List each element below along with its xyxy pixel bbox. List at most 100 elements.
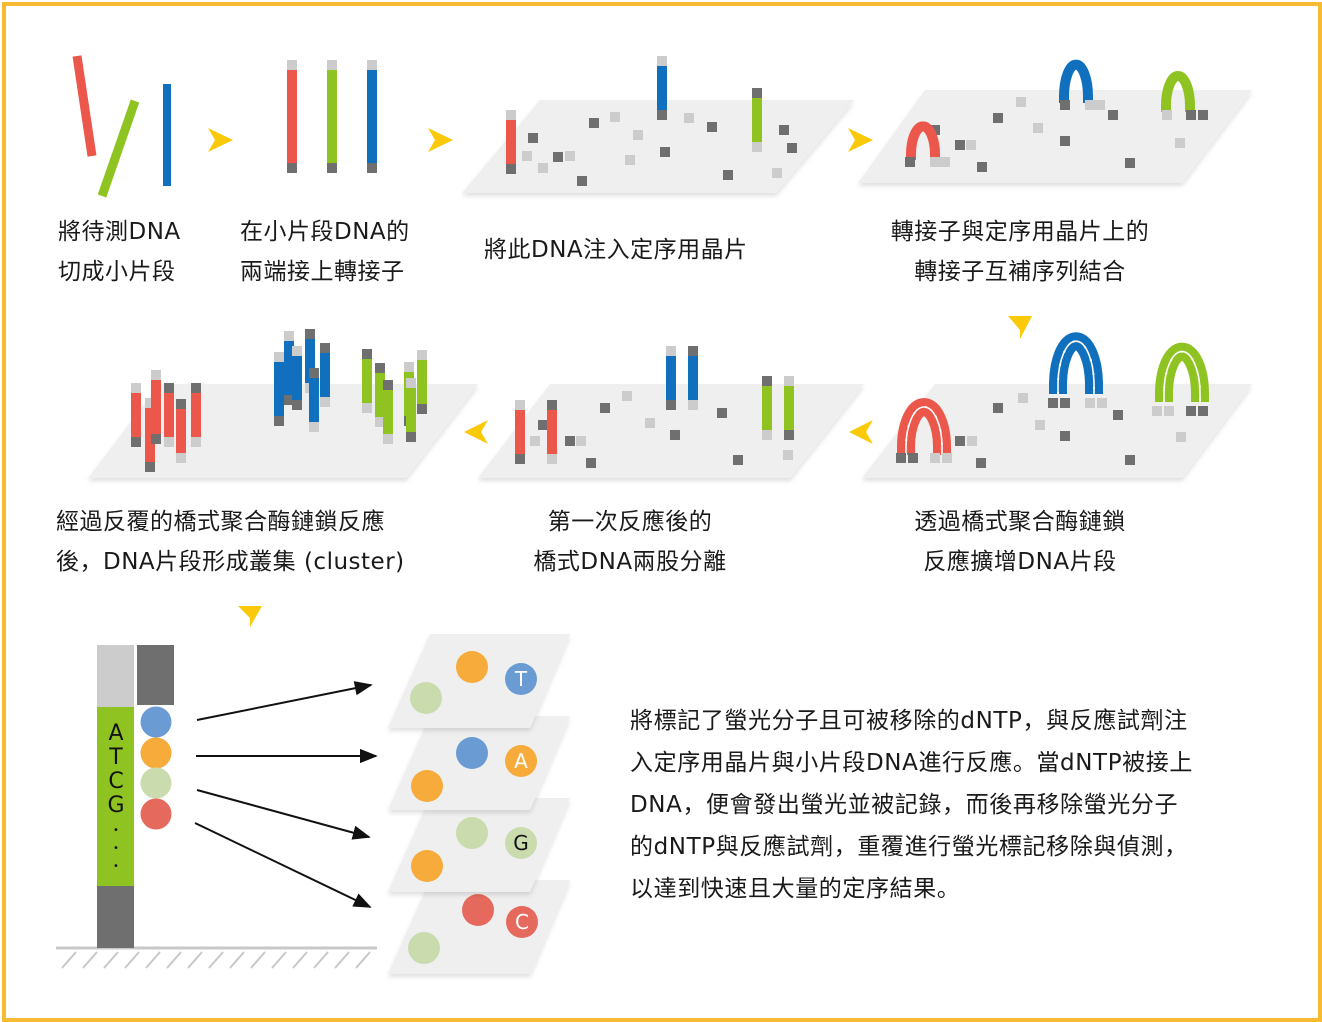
adapter-cap: [506, 164, 516, 174]
adapter-dark: [1048, 398, 1058, 408]
adapter-cap: [327, 60, 337, 70]
fluorescent-spot: [462, 894, 494, 926]
step-bridge-pcr-illustration: [896, 332, 1209, 468]
adapter-cap: [417, 404, 427, 414]
fluorescent-spot: [411, 850, 443, 882]
adapter-cap: [191, 383, 201, 393]
description-paragraph: 將標記了螢光分子且可被移除的dNTP，與反應試劑注 入定序用晶片與小片段DNA進…: [630, 700, 1270, 910]
signal-arrow: [194, 822, 372, 908]
caption-hybridize: 轉接子與定序用晶片上的 轉接子互補序列結合: [860, 212, 1180, 292]
dna-body: [666, 356, 676, 400]
adapter-light: [1095, 100, 1105, 110]
adapter-dark: [670, 430, 680, 440]
adapter-dark: [589, 118, 599, 128]
bridge-strand: [906, 121, 940, 160]
adapter-cap: [327, 163, 337, 173]
dna-strand: [547, 400, 557, 464]
adapter-dark: [1186, 406, 1196, 416]
adapter-light: [1033, 123, 1043, 133]
caption-denature: 第一次反應後的 橋式DNA兩股分離: [500, 502, 760, 582]
dna-body: [547, 410, 557, 454]
adapter-cap: [284, 395, 294, 405]
fluorescent-spot: [410, 682, 442, 714]
dna-body: [657, 66, 667, 110]
dna-strand: [176, 399, 186, 463]
adapter-light: [1175, 138, 1185, 148]
dna-strand: [417, 350, 427, 414]
adapter-cap: [362, 349, 372, 359]
ground-hatch: [355, 951, 371, 969]
adapter-cap: [515, 400, 525, 410]
adapter-cap: [404, 362, 414, 372]
adapter-cap: [383, 434, 393, 444]
base-call-label: G: [513, 831, 529, 855]
adapter-dark: [1198, 110, 1208, 120]
ground-hatch: [271, 951, 287, 969]
dna-body: [752, 98, 762, 142]
caption-line: 透過橋式聚合酶鏈鎖: [914, 509, 1126, 535]
adapter-light: [565, 151, 575, 161]
dna-body: [305, 339, 315, 383]
adapter-dark: [955, 140, 965, 150]
description-line: 的dNTP與反應試劑，重覆進行螢光標記移除與偵測，: [630, 834, 1188, 860]
step-arrow-right: [428, 128, 453, 152]
adapter-dark: [1186, 110, 1196, 120]
fluorescent-spot: [456, 651, 488, 683]
adapter-cap: [274, 352, 284, 362]
dna-bridge: [1155, 342, 1209, 402]
adapter-dark: [733, 455, 743, 465]
dna-bridge: [1059, 59, 1093, 103]
dna-body: [406, 388, 416, 432]
adapter-cap: [131, 437, 141, 447]
adapter-cap: [362, 403, 372, 413]
adapter-cap: [309, 368, 319, 378]
bridge-strand: [1161, 71, 1195, 112]
dna-bridge: [897, 398, 951, 455]
adapter-dark: [1198, 406, 1208, 416]
template-adapter-bottom: [97, 886, 134, 948]
adapter-dark: [787, 143, 797, 153]
ground-hatch: [208, 951, 224, 969]
dna-strand: [362, 349, 372, 413]
ground-hatch: [250, 951, 266, 969]
dna-bridge: [1161, 71, 1195, 112]
dna-strand: [666, 346, 676, 410]
dna-strand: [145, 398, 155, 472]
adapter-dark: [707, 122, 717, 132]
adapter-dark: [1125, 455, 1135, 465]
ground-hatch: [124, 951, 140, 969]
description-line: 將標記了螢光分子且可被移除的dNTP，與反應試劑注: [630, 708, 1188, 734]
adapter-cap: [309, 422, 319, 432]
caption-cluster: 經過反覆的橋式聚合酶鏈鎖反應 後，DNA片段形成叢集 (cluster): [56, 502, 405, 582]
adapter-dark: [723, 170, 733, 180]
sequence-letter: •: [113, 843, 119, 854]
dna-strand: [191, 383, 201, 447]
dna-strand: [309, 368, 319, 432]
adapter-cap: [406, 378, 416, 388]
base-call-spot: [505, 827, 537, 859]
adapter-light: [930, 453, 940, 463]
adapter-dark: [993, 113, 1003, 123]
adapter-dark: [1125, 158, 1135, 168]
adapter-dark: [717, 408, 727, 418]
base-call-label: T: [514, 667, 528, 691]
dna-body: [688, 356, 698, 400]
dna-body: [176, 409, 186, 453]
base-call-label: A: [514, 749, 528, 773]
adapter-cap: [320, 397, 330, 407]
ground-hatch: [229, 951, 245, 969]
caption-line: 將此DNA注入定序用晶片: [484, 237, 748, 263]
adapter-cap: [547, 400, 557, 410]
adapter-light: [576, 436, 586, 446]
adapter-light: [1152, 406, 1162, 416]
adapter-cap: [506, 110, 516, 120]
dna-body: [151, 380, 161, 434]
caption-inject: 將此DNA注入定序用晶片: [484, 230, 748, 270]
dna-fragment-blue: [163, 84, 171, 186]
dna-fragment-red: [72, 55, 97, 157]
adapter-cap: [287, 163, 297, 173]
adapter-dark: [1060, 100, 1070, 110]
template-dna: [97, 707, 134, 886]
step-arrow-right: [848, 128, 873, 152]
